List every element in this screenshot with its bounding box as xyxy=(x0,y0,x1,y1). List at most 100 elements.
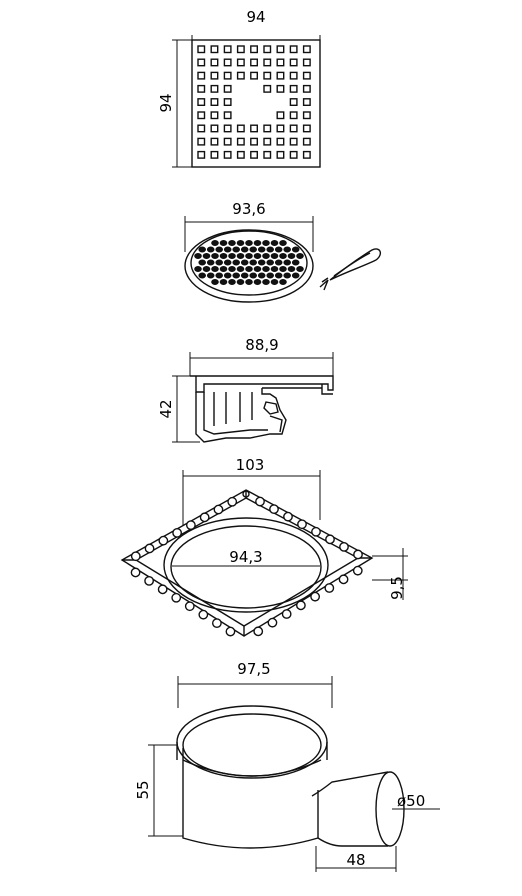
perforation xyxy=(211,278,219,285)
grate-hole xyxy=(250,124,259,133)
perforation xyxy=(236,278,245,285)
scallop xyxy=(324,583,335,593)
perforation xyxy=(291,246,300,253)
grate-hole xyxy=(302,111,311,120)
grate-hole xyxy=(302,45,311,54)
perforation xyxy=(279,278,287,285)
round-grate-drawing xyxy=(184,216,314,303)
flange-drawing xyxy=(120,470,408,637)
grate-hole xyxy=(302,71,311,80)
perforation xyxy=(287,252,296,259)
grate-hole xyxy=(197,124,206,133)
grate-hole xyxy=(197,58,206,67)
grate-hole xyxy=(250,150,259,159)
dim-label-trap-height: 42 xyxy=(157,399,175,418)
grate-hole xyxy=(236,150,245,159)
grate-hole xyxy=(263,137,272,146)
grate-hole xyxy=(236,45,245,54)
perforation xyxy=(232,272,241,279)
scallop xyxy=(171,592,182,603)
perforation xyxy=(266,246,275,253)
grate-hole xyxy=(210,111,219,120)
grate-hole xyxy=(289,84,298,93)
perforation xyxy=(257,246,266,253)
grate-hole xyxy=(276,58,285,67)
scallop xyxy=(253,626,264,637)
grate-hole xyxy=(197,111,206,120)
scallop xyxy=(281,609,292,619)
flange-scallop-edge xyxy=(130,496,363,637)
scallop xyxy=(310,591,321,602)
perforation xyxy=(253,239,262,246)
scallop xyxy=(269,504,279,515)
perforation xyxy=(202,252,211,259)
scallop xyxy=(283,511,293,522)
square-grate-drawing xyxy=(172,35,321,168)
grate-hole xyxy=(250,45,259,54)
grate-hole xyxy=(289,111,298,120)
perforation xyxy=(274,272,283,279)
scallop xyxy=(172,527,183,538)
scallop xyxy=(227,496,238,507)
perforation xyxy=(211,252,219,259)
perforation xyxy=(215,246,224,253)
grate-hole xyxy=(223,98,232,107)
perforation xyxy=(215,272,224,279)
perforation xyxy=(287,265,296,272)
dim-label-body-width: 97,5 xyxy=(237,660,270,678)
perforation xyxy=(296,265,304,272)
perforation xyxy=(240,246,249,253)
grate-hole xyxy=(197,45,206,54)
grate-hole xyxy=(276,71,285,80)
grate-hole xyxy=(289,137,298,146)
grate-perforations xyxy=(194,239,304,285)
perforation xyxy=(262,265,270,272)
grate-hole xyxy=(223,124,232,133)
grate-hole xyxy=(276,111,285,120)
scallop xyxy=(211,618,222,629)
perforation xyxy=(291,272,300,279)
grate-hole xyxy=(210,137,219,146)
perforation xyxy=(211,239,219,246)
perforation xyxy=(257,272,266,279)
grate-hole xyxy=(210,84,219,93)
dim-label-body-height: 55 xyxy=(134,780,152,799)
scallop xyxy=(297,519,307,530)
dim-label-flange-inner-diameter: 94,3 xyxy=(229,548,262,566)
perforation xyxy=(270,239,279,246)
dim-label-outlet-length: 48 xyxy=(346,851,365,869)
grate-hole xyxy=(223,111,232,120)
scallop xyxy=(338,574,349,585)
perforation xyxy=(215,259,224,266)
perforation xyxy=(245,265,253,272)
grate-hole xyxy=(223,137,232,146)
scallop xyxy=(267,617,278,628)
perforation xyxy=(249,246,258,253)
grate-hole xyxy=(210,71,219,80)
perforation xyxy=(270,265,279,272)
perforation xyxy=(219,239,228,246)
perforation xyxy=(249,259,258,266)
scallop xyxy=(158,535,169,546)
perforation xyxy=(279,265,287,272)
grate-hole xyxy=(210,124,219,133)
grate-hole xyxy=(302,98,311,107)
scallop xyxy=(144,543,155,554)
grate-hole xyxy=(236,71,245,80)
grate-hole xyxy=(276,124,285,133)
grate-hole xyxy=(223,45,232,54)
grate-hole xyxy=(197,84,206,93)
grate-hole xyxy=(302,124,311,133)
scallop xyxy=(311,526,321,537)
scallop xyxy=(225,626,236,637)
perforation xyxy=(257,259,266,266)
perforation xyxy=(253,252,262,259)
dim-label-round-grate-diameter: 93,6 xyxy=(232,200,265,218)
perforation xyxy=(219,265,228,272)
grate-hole xyxy=(250,58,259,67)
perforation xyxy=(232,246,241,253)
perforation xyxy=(236,265,245,272)
grate-hole xyxy=(236,137,245,146)
perforation xyxy=(198,259,207,266)
perforation xyxy=(245,252,253,259)
